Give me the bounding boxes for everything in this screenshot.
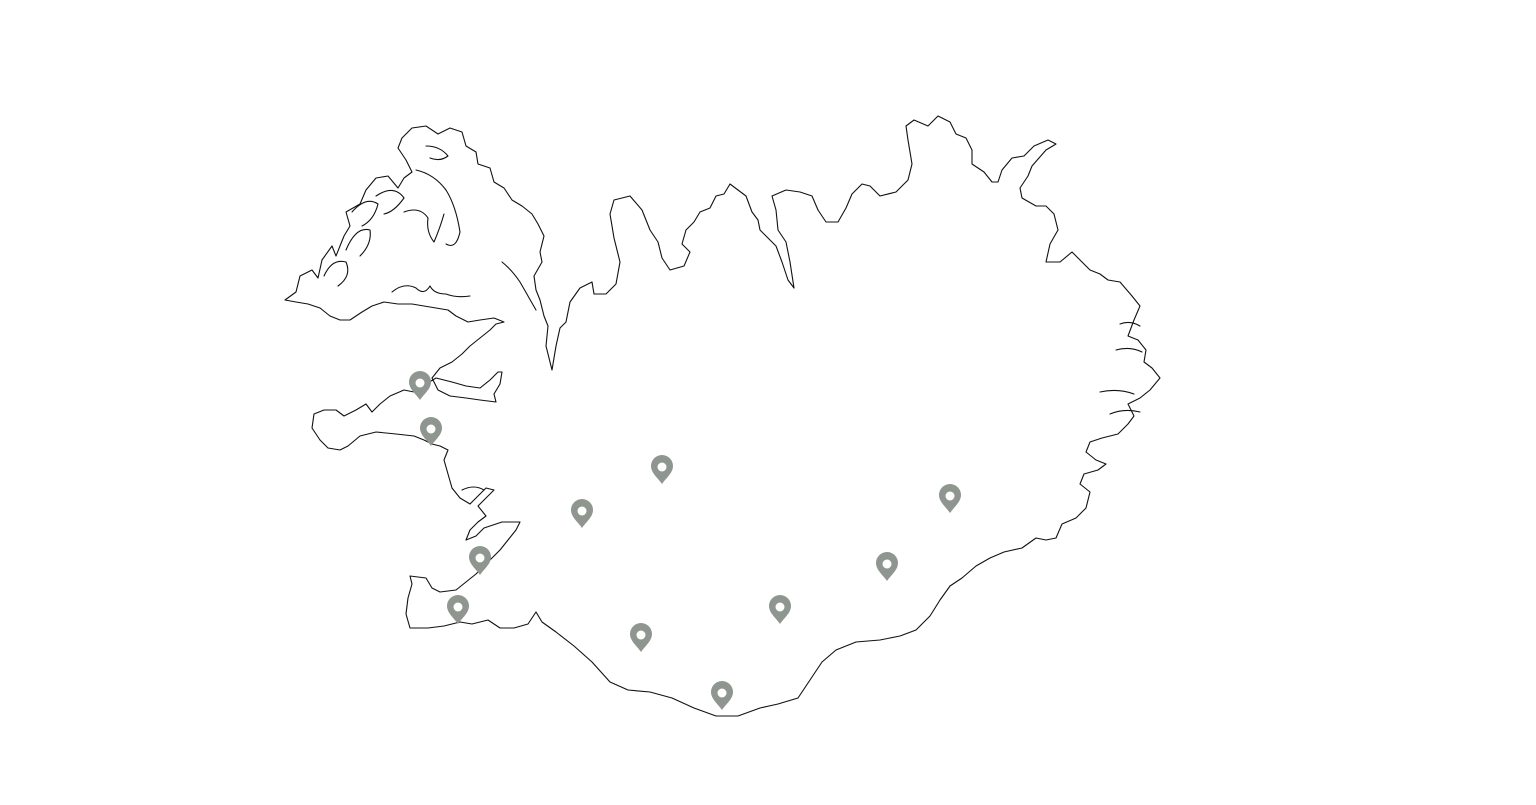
fjord-line	[351, 200, 379, 227]
fjord-line	[1115, 347, 1143, 353]
fjord-line	[323, 260, 349, 287]
map-pin-hole	[475, 553, 485, 563]
map-pin-icon[interactable]	[469, 546, 491, 575]
map-pin-icon[interactable]	[769, 595, 791, 624]
map-pin-hole	[453, 602, 463, 612]
map-pin-hole	[577, 506, 587, 516]
fjord-line	[415, 169, 461, 247]
map-pin-hole	[426, 424, 436, 434]
map-pin-icon[interactable]	[420, 417, 442, 446]
map-pin-icon[interactable]	[630, 623, 652, 652]
map-pin-icon[interactable]	[939, 484, 961, 513]
map-pin-hole	[415, 378, 425, 388]
markers-layer	[409, 371, 961, 710]
fjord-line	[461, 486, 485, 491]
fjord-line	[375, 189, 405, 215]
map-pin-icon[interactable]	[711, 681, 733, 710]
map-pin-icon[interactable]	[651, 455, 673, 484]
map-pin-hole	[882, 559, 892, 569]
map-pin-hole	[945, 491, 955, 501]
fjord-line	[391, 285, 471, 298]
map-pin-icon[interactable]	[571, 499, 593, 528]
fjord-line	[1119, 321, 1141, 327]
fjord-line	[1109, 409, 1141, 415]
map-pin-hole	[775, 602, 785, 612]
fjord-line	[345, 228, 371, 257]
map-pin-hole	[636, 630, 646, 640]
fjord-line	[501, 261, 537, 311]
fjord-line	[403, 209, 445, 243]
map-pin-hole	[717, 688, 727, 698]
fjord-line	[425, 145, 449, 161]
map-pin-hole	[657, 462, 667, 472]
map-pin-icon[interactable]	[876, 552, 898, 581]
iceland-coastline	[284, 115, 1161, 717]
fjord-line	[1099, 389, 1135, 395]
map-pin-icon[interactable]	[447, 595, 469, 624]
map-pin-icon[interactable]	[409, 371, 431, 400]
